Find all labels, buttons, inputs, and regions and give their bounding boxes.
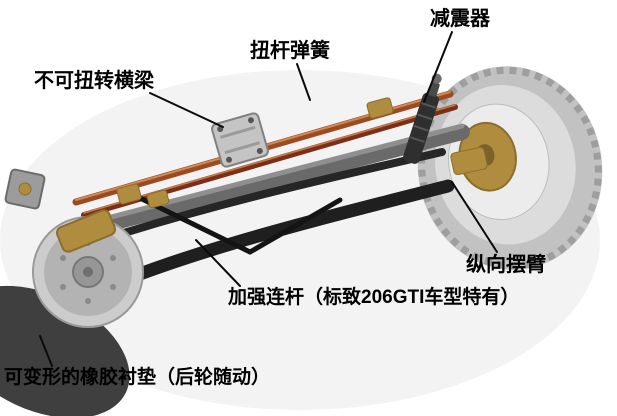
leader-rubber-bushing xyxy=(39,335,53,367)
leader-shock-absorber xyxy=(423,31,453,103)
right-tire-tread xyxy=(418,66,602,270)
torsion-bar-lower xyxy=(81,104,458,218)
label-shock-absorber: 减震器 xyxy=(430,8,490,30)
stabilizer-bar xyxy=(91,148,446,246)
label-torsion-bar-spring: 扭杆弹簧 xyxy=(250,40,330,62)
label-reinforced-link: 加强连杆（标致206GTI车型特有） xyxy=(228,287,520,308)
leader-reinforced-link xyxy=(195,239,241,287)
left-mount-bracket xyxy=(4,168,46,210)
left-brake-assembly xyxy=(32,209,144,328)
left-brake-caliper xyxy=(55,209,117,253)
brass-fittings xyxy=(116,97,488,209)
label-rubber-bushing: 可变形的橡胶衬垫（后轮随动） xyxy=(4,367,271,388)
center-clamp xyxy=(211,112,269,168)
label-rigid-crossbeam: 不可扭转横梁 xyxy=(34,70,154,92)
leader-torsion-bar xyxy=(296,63,311,101)
reinforcement-link xyxy=(137,195,343,255)
label-trailing-arm: 纵向摆臂 xyxy=(466,254,546,276)
leader-crossbeam xyxy=(149,92,224,128)
torsion-bar-lower-highlight xyxy=(83,104,456,214)
leader-lines xyxy=(39,31,498,367)
leader-trailing-arm xyxy=(451,181,498,253)
